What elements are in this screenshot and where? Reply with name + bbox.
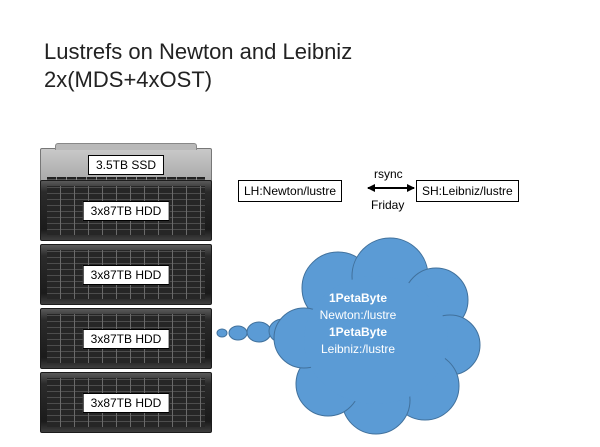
- leibniz-mount: Leibniz:/lustre: [320, 342, 396, 356]
- sync-tool-label: rsync: [374, 167, 403, 181]
- title-line-2: 2x(MDS+4xOST): [44, 67, 213, 92]
- cloud-shape: [273, 237, 481, 435]
- slide-title: Lustrefs on Newton and Leibniz 2x(MDS+4x…: [44, 38, 352, 94]
- hdd-label: 3x87TB HDD: [82, 329, 170, 349]
- hdd-server: 3x87TB HDD: [40, 180, 212, 241]
- newton-lustre-path: LH:Newton/lustre: [238, 180, 343, 202]
- hdd-server: 3x87TB HDD: [40, 244, 212, 305]
- hdd-label: 3x87TB HDD: [82, 265, 170, 285]
- hdd-server: 3x87TB HDD: [40, 372, 212, 433]
- hdd-label: 3x87TB HDD: [82, 393, 170, 413]
- thought-bubble: [228, 325, 248, 341]
- leibniz-capacity: 1PetaByte: [328, 325, 388, 339]
- newton-mount: Newton:/lustre: [319, 308, 397, 322]
- thought-bubble: [246, 321, 272, 343]
- thought-bubble: [216, 328, 228, 338]
- title-line-1: Lustrefs on Newton and Leibniz: [44, 39, 353, 64]
- leibniz-lustre-path: SH:Leibniz/lustre: [416, 180, 519, 202]
- sync-schedule-label: Friday: [371, 198, 405, 212]
- hdd-label: 3x87TB HDD: [82, 201, 170, 221]
- hdd-server: 3x87TB HDD: [40, 308, 212, 369]
- cloud-text: 1PetaByte Newton:/lustre 1PetaByte Leibn…: [290, 290, 426, 358]
- ssd-label: 3.5TB SSD: [87, 155, 165, 175]
- server-rack: 3.5TB SSD 3x87TB HDD 3x87TB HDD 3x87TB H…: [40, 122, 212, 440]
- newton-capacity: 1PetaByte: [328, 291, 388, 305]
